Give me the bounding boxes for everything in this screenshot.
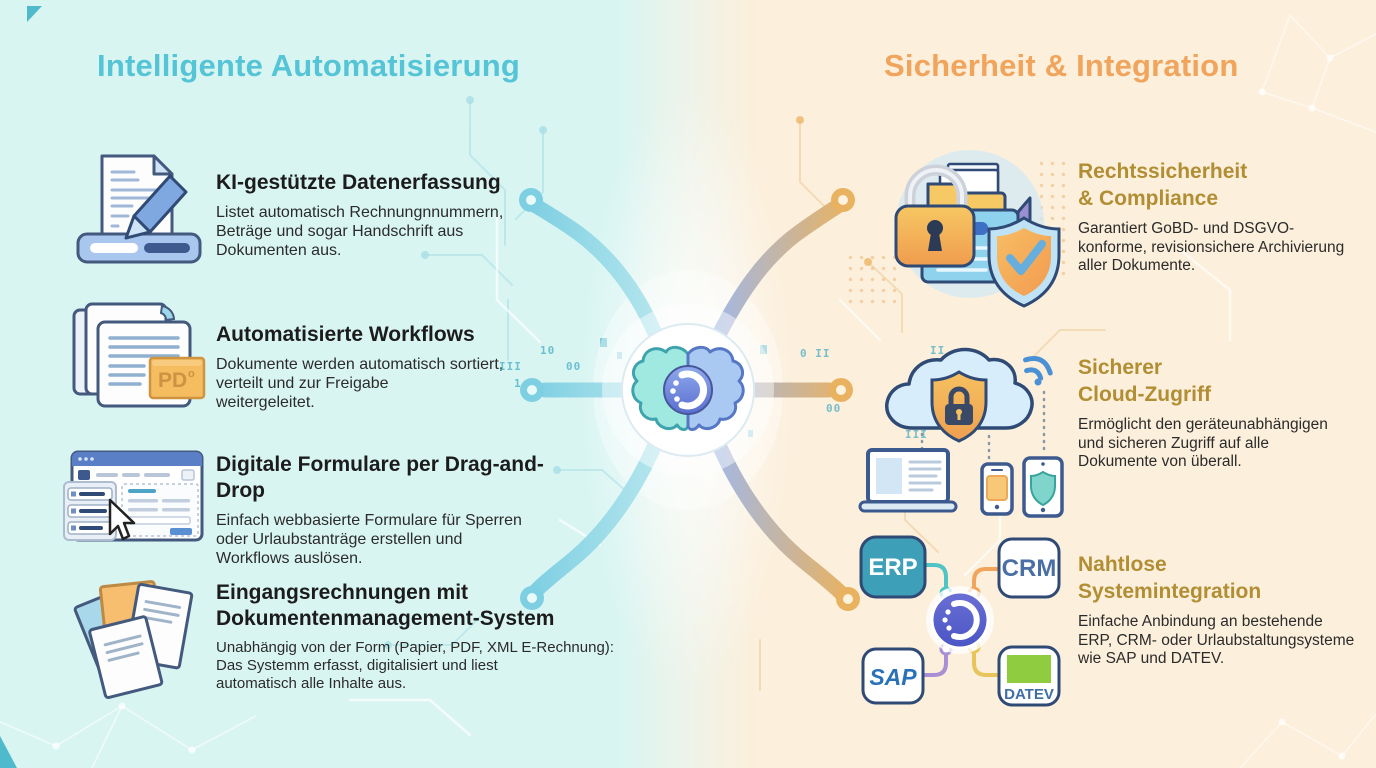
feature-text: Sicherer Cloud-Zugriff Ermöglicht den ge… bbox=[1078, 354, 1358, 472]
feature-item-ki-datenerfassung bbox=[72, 150, 207, 268]
feature-item-cloud bbox=[856, 330, 1066, 518]
pdf-tag-sup: o bbox=[188, 368, 195, 380]
paper-stack-icon bbox=[73, 580, 194, 699]
feature-body: Einfach webbasierte Formulare für Sperre… bbox=[216, 512, 522, 568]
feature-body: Dokumente werden automatisch sortiert, v… bbox=[216, 356, 504, 412]
feature-text: KI-gestützte Datenerfassung Listet autom… bbox=[216, 170, 546, 261]
feature-item-workflows: PD o bbox=[66, 300, 206, 418]
ai-brain-hub bbox=[600, 302, 776, 478]
feature-heading: Rechtssicherheit & Compliance bbox=[1078, 160, 1248, 211]
left-column-title: Intelligente Automatisierung bbox=[97, 48, 520, 83]
feature-heading: Digitale Formulare per Drag-and-Drop bbox=[216, 453, 544, 503]
binary-decor: II bbox=[930, 344, 946, 357]
binary-decor: 10 bbox=[540, 344, 556, 357]
feature-item-eingangsrechnungen bbox=[66, 572, 211, 702]
pdf-tag-label: PD bbox=[158, 369, 187, 392]
right-column-title: Sicherheit & Integration bbox=[884, 48, 1239, 83]
brain-icon bbox=[602, 304, 774, 476]
binary-decor: 00 bbox=[566, 360, 582, 373]
feature-text: Nahtlose Systemintegration Einfache Anbi… bbox=[1078, 551, 1368, 669]
document-scan-icon bbox=[76, 154, 202, 264]
feature-body: Listet automatisch Rechnungnnummern, Bet… bbox=[216, 204, 504, 260]
binary-decor: III bbox=[499, 360, 522, 373]
system-integration-icon: ERP CRM SAP DATEV bbox=[859, 535, 1061, 707]
crm-label: CRM bbox=[1002, 555, 1057, 582]
stacked-documents-pdf-icon: PD o bbox=[72, 302, 206, 408]
feature-text: Automatisierte Workflows Dokumente werde… bbox=[216, 322, 546, 413]
feature-heading: Eingangsrechnungen mit Dokumentenmanagem… bbox=[216, 581, 555, 631]
feature-heading: KI-gestützte Datenerfassung bbox=[216, 171, 501, 194]
feature-body: Ermöglicht den geräteunabhängigen und si… bbox=[1078, 415, 1328, 471]
feature-body: Unabhängig von der Form (Papier, PDF, XM… bbox=[216, 639, 614, 693]
binary-decor: 0 II bbox=[800, 347, 831, 360]
dot-grid-decor bbox=[845, 252, 897, 308]
feature-body: Garantiert GoBD- und DSGVO- konforme, re… bbox=[1078, 219, 1345, 275]
lock-folder-shield-icon bbox=[894, 150, 1061, 308]
sap-logo: SAP bbox=[869, 664, 917, 690]
feature-body: Einfache Anbindung an bestehende ERP, CR… bbox=[1078, 612, 1355, 668]
feature-text: Rechtssicherheit & Compliance Garantiert… bbox=[1078, 158, 1358, 276]
feature-item-compliance bbox=[862, 140, 1067, 308]
feature-item-integration: ERP CRM SAP DATEV bbox=[847, 527, 1065, 711]
feature-item-formulare bbox=[58, 444, 210, 550]
erp-label: ERP bbox=[868, 554, 917, 581]
secure-cloud-devices-icon bbox=[858, 347, 1064, 518]
form-builder-icon bbox=[63, 450, 204, 542]
feature-text: Digitale Formulare per Drag-and-Drop Ein… bbox=[216, 452, 576, 569]
datev-logo: DATEV bbox=[1004, 686, 1054, 703]
binary-decor: 00 bbox=[826, 402, 842, 415]
feature-heading: Nahtlose Systemintegration bbox=[1078, 553, 1262, 604]
feature-heading: Automatisierte Workflows bbox=[216, 323, 475, 346]
binary-decor: 1 bbox=[514, 377, 522, 390]
feature-text: Eingangsrechnungen mit Dokumentenmanagem… bbox=[216, 580, 636, 693]
binary-decor: III bbox=[905, 428, 928, 441]
feature-heading: Sicherer Cloud-Zugriff bbox=[1078, 356, 1211, 407]
